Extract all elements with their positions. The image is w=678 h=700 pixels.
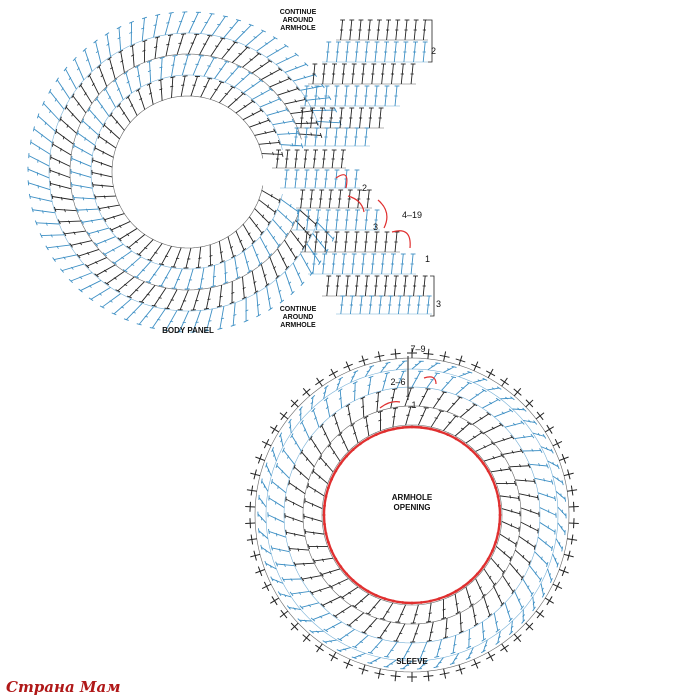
- body-bottom-row-b: [300, 231, 400, 253]
- sleeve-chart: [245, 348, 579, 682]
- body-mid-row-c: [296, 189, 372, 209]
- continue-around-armhole-top-line1: CONTINUE: [280, 9, 317, 16]
- body-round-3: [49, 33, 323, 311]
- row-label-3-bottom: 3: [436, 299, 441, 309]
- continue-around-armhole-bottom-line1: CONTINUE: [280, 306, 317, 313]
- body-top-row-d: [300, 85, 400, 107]
- body-mid-row-a: [272, 149, 346, 169]
- body-arrow-4: [391, 230, 411, 249]
- sleeve-start-arrows: [379, 356, 437, 409]
- body-arrow-1: [335, 174, 348, 189]
- body-panel-rows: [272, 19, 435, 317]
- body-round-4: [27, 11, 342, 333]
- body-right-bracket-bottom: [430, 275, 435, 317]
- sleeve-round-1-red: [322, 425, 502, 605]
- continue-around-armhole-bottom-line2: AROUND: [283, 314, 314, 321]
- row-label-4-19: 4–19: [402, 210, 422, 220]
- body-mid-row-b: [280, 169, 360, 189]
- round-label-7-9: 7–9: [410, 344, 425, 354]
- body-bottom-row-a: [292, 209, 380, 231]
- body-arrow-2: [347, 195, 365, 213]
- body-right-bracket-top: [428, 19, 433, 63]
- round-label-1: 1: [411, 400, 416, 410]
- body-top-row-c: [308, 63, 416, 85]
- body-panel-chart: [27, 11, 435, 333]
- row-label-2-inner: 2: [362, 183, 367, 193]
- armhole-opening-line1: ARMHOLE: [392, 493, 433, 502]
- sleeve-round-2: [303, 406, 521, 624]
- body-round-1: [91, 75, 284, 269]
- round-label-2-6: 2–6: [390, 377, 405, 387]
- armhole-opening-line2: OPENING: [394, 503, 431, 512]
- sleeve-round-6-sc: [245, 348, 579, 682]
- body-top-row-b: [322, 41, 428, 63]
- sleeve-round-3: [284, 387, 540, 643]
- continue-around-armhole-top-line3: ARMHOLE: [280, 25, 316, 32]
- body-bottom-row-e: [336, 295, 432, 315]
- sleeve-round-5: [257, 360, 567, 670]
- body-bottom-row-d: [322, 275, 428, 297]
- row-label-1: 1: [425, 254, 430, 264]
- watermark-text: Страна Мам: [6, 678, 120, 696]
- sleeve-round-4: [267, 370, 557, 660]
- row-label-3-inner: 3: [373, 222, 378, 232]
- sleeve-arrow-2: [379, 401, 401, 409]
- body-panel-start-arrows: [335, 174, 411, 249]
- continue-around-armhole-top-line2: AROUND: [283, 17, 314, 24]
- sleeve-rounds: [245, 348, 579, 682]
- body-panel-rounds: [27, 11, 342, 333]
- row-label-2-top: 2: [431, 46, 436, 56]
- sleeve-arrow-1: [423, 376, 437, 385]
- body-top-row-a: [336, 19, 428, 41]
- body-round-2: [70, 54, 304, 290]
- sleeve-title: SLEEVE: [396, 657, 428, 666]
- body-top-row-f: [290, 127, 370, 147]
- continue-around-armhole-bottom-line3: ARMHOLE: [280, 322, 316, 329]
- body-panel-title: BODY PANEL: [162, 326, 214, 335]
- body-bottom-row-c: [308, 253, 416, 275]
- body-arrow-3: [377, 199, 388, 229]
